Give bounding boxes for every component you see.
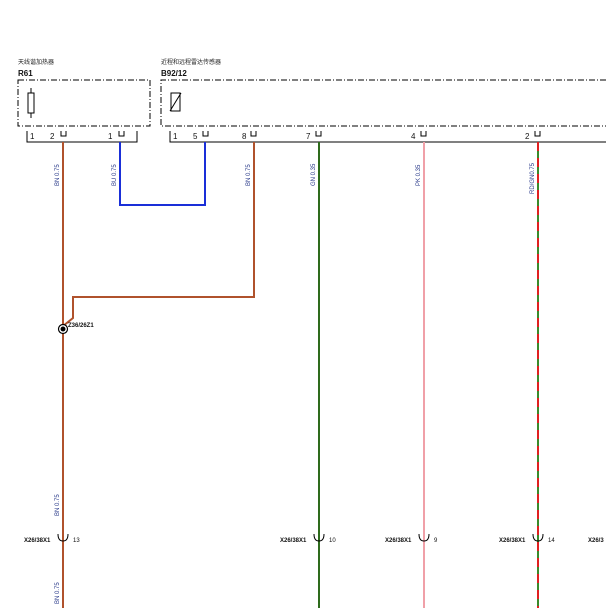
- connector-label: X26/38X1: [280, 538, 307, 544]
- connector-symbol-icon: [532, 533, 544, 542]
- splice-z36-26z1: Z36/26Z1: [57, 323, 94, 335]
- connector-label: X26/38X1: [499, 538, 526, 544]
- b92-pin-label: 4: [411, 132, 416, 141]
- wire-label: RD/GN0.75: [530, 162, 536, 194]
- wire-bn-2: [62, 142, 255, 327]
- pin-labels: 1 2 1 1 5 8 7 4 2: [30, 132, 530, 141]
- pin-symbol-icon: [250, 131, 257, 137]
- wire-label: BN 0.75: [55, 494, 61, 516]
- connector-symbol-icon: [313, 533, 325, 542]
- wire-labels: BN 0.75 BU 0.75 BN 0.75 GN 0.35 PK 0.35 …: [55, 162, 536, 604]
- connector-pin: 10: [329, 538, 336, 544]
- connector-label: X26/3: [588, 538, 604, 544]
- b92-housing: [160, 79, 606, 127]
- wire-label: BN 0.75: [55, 582, 61, 604]
- pin-symbol-icon: [118, 131, 125, 137]
- splice-label: Z36/26Z1: [68, 323, 94, 329]
- component-r61: 天线谐加热器 R61: [17, 58, 151, 127]
- connector-label: X26/38X1: [24, 538, 51, 544]
- r61-id: R61: [18, 69, 33, 78]
- connector-pin: 13: [73, 538, 80, 544]
- heater-symbol-icon: [27, 92, 35, 114]
- connector-symbol-icon: [57, 533, 69, 542]
- b92-id: B92/12: [161, 69, 187, 78]
- connector-label: X26/38X1: [385, 538, 412, 544]
- pin-symbols: [60, 131, 541, 137]
- r61-pin-label: 1: [108, 132, 113, 141]
- r61-pin-label: 2: [50, 132, 55, 141]
- wire-label: GN 0.35: [311, 163, 317, 186]
- r61-title: 天线谐加热器: [18, 58, 54, 66]
- pin-symbol-icon: [534, 131, 541, 137]
- connector-pin: 9: [434, 538, 438, 544]
- component-b92-12: 近程和远程雷达传感器 B92/12: [160, 58, 606, 127]
- b92-pin-label: 1: [173, 132, 178, 141]
- wire-bu: [119, 142, 206, 206]
- wire-label: BN 0.75: [246, 164, 252, 186]
- connector-pin: 14: [548, 538, 555, 544]
- wires: [62, 142, 539, 608]
- inline-connectors: X26/38X1 13 X26/38X1 10 X26/38X1 9 X26/3…: [24, 533, 604, 544]
- b92-pin-label: 8: [242, 132, 247, 141]
- pin-symbol-icon: [420, 131, 427, 137]
- r61-pin-label: 1: [30, 132, 35, 141]
- b92-pin-label: 5: [193, 132, 198, 141]
- connector-bars: [26, 131, 606, 143]
- pin-symbol-icon: [315, 131, 322, 137]
- wire-label: PK 0.35: [416, 164, 422, 186]
- pin-symbol-icon: [202, 131, 209, 137]
- wire-label: BN 0.75: [55, 164, 61, 186]
- r61-housing: [17, 79, 151, 127]
- b92-pin-label: 2: [525, 132, 530, 141]
- wire-label: BU 0.75: [112, 164, 118, 186]
- connector-symbol-icon: [418, 533, 430, 542]
- pin-symbol-icon: [60, 131, 67, 137]
- b92-title: 近程和远程雷达传感器: [161, 58, 221, 66]
- b92-pin-label: 7: [306, 132, 311, 141]
